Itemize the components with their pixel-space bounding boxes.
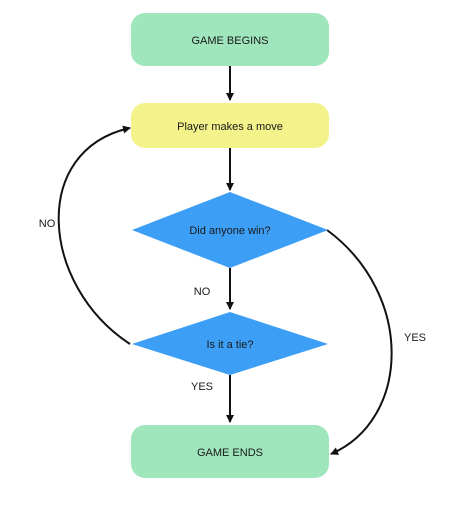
win-check-node: Did anyone win? [132, 192, 328, 268]
player-move-node: Player makes a move [131, 103, 329, 148]
game-begins-label: GAME BEGINS [191, 35, 268, 47]
tie-check-node: Is it a tie? [132, 312, 328, 375]
edges [57, 66, 393, 455]
tie-no-label: NO [39, 218, 56, 230]
tie-check-label: Is it a tie? [206, 339, 253, 351]
edge-tie-check-no-loop [57, 125, 131, 345]
game-ends-label: GAME ENDS [197, 447, 263, 459]
player-move-box [131, 103, 329, 148]
game-begins-box [131, 13, 329, 66]
win-yes-label: YES [404, 332, 426, 344]
player-move-label: Player makes a move [177, 121, 283, 133]
game-ends-box [131, 425, 329, 478]
win-check-diamond [132, 192, 328, 268]
game-begins-node: GAME BEGINS [131, 13, 329, 66]
win-check-label: Did anyone win? [189, 225, 270, 237]
edge-win-check-yes [326, 229, 393, 455]
win-no-label: NO [194, 286, 211, 298]
tie-check-diamond [132, 312, 328, 375]
game-ends-node: GAME ENDS [131, 425, 329, 478]
tie-yes-label: YES [191, 381, 213, 393]
